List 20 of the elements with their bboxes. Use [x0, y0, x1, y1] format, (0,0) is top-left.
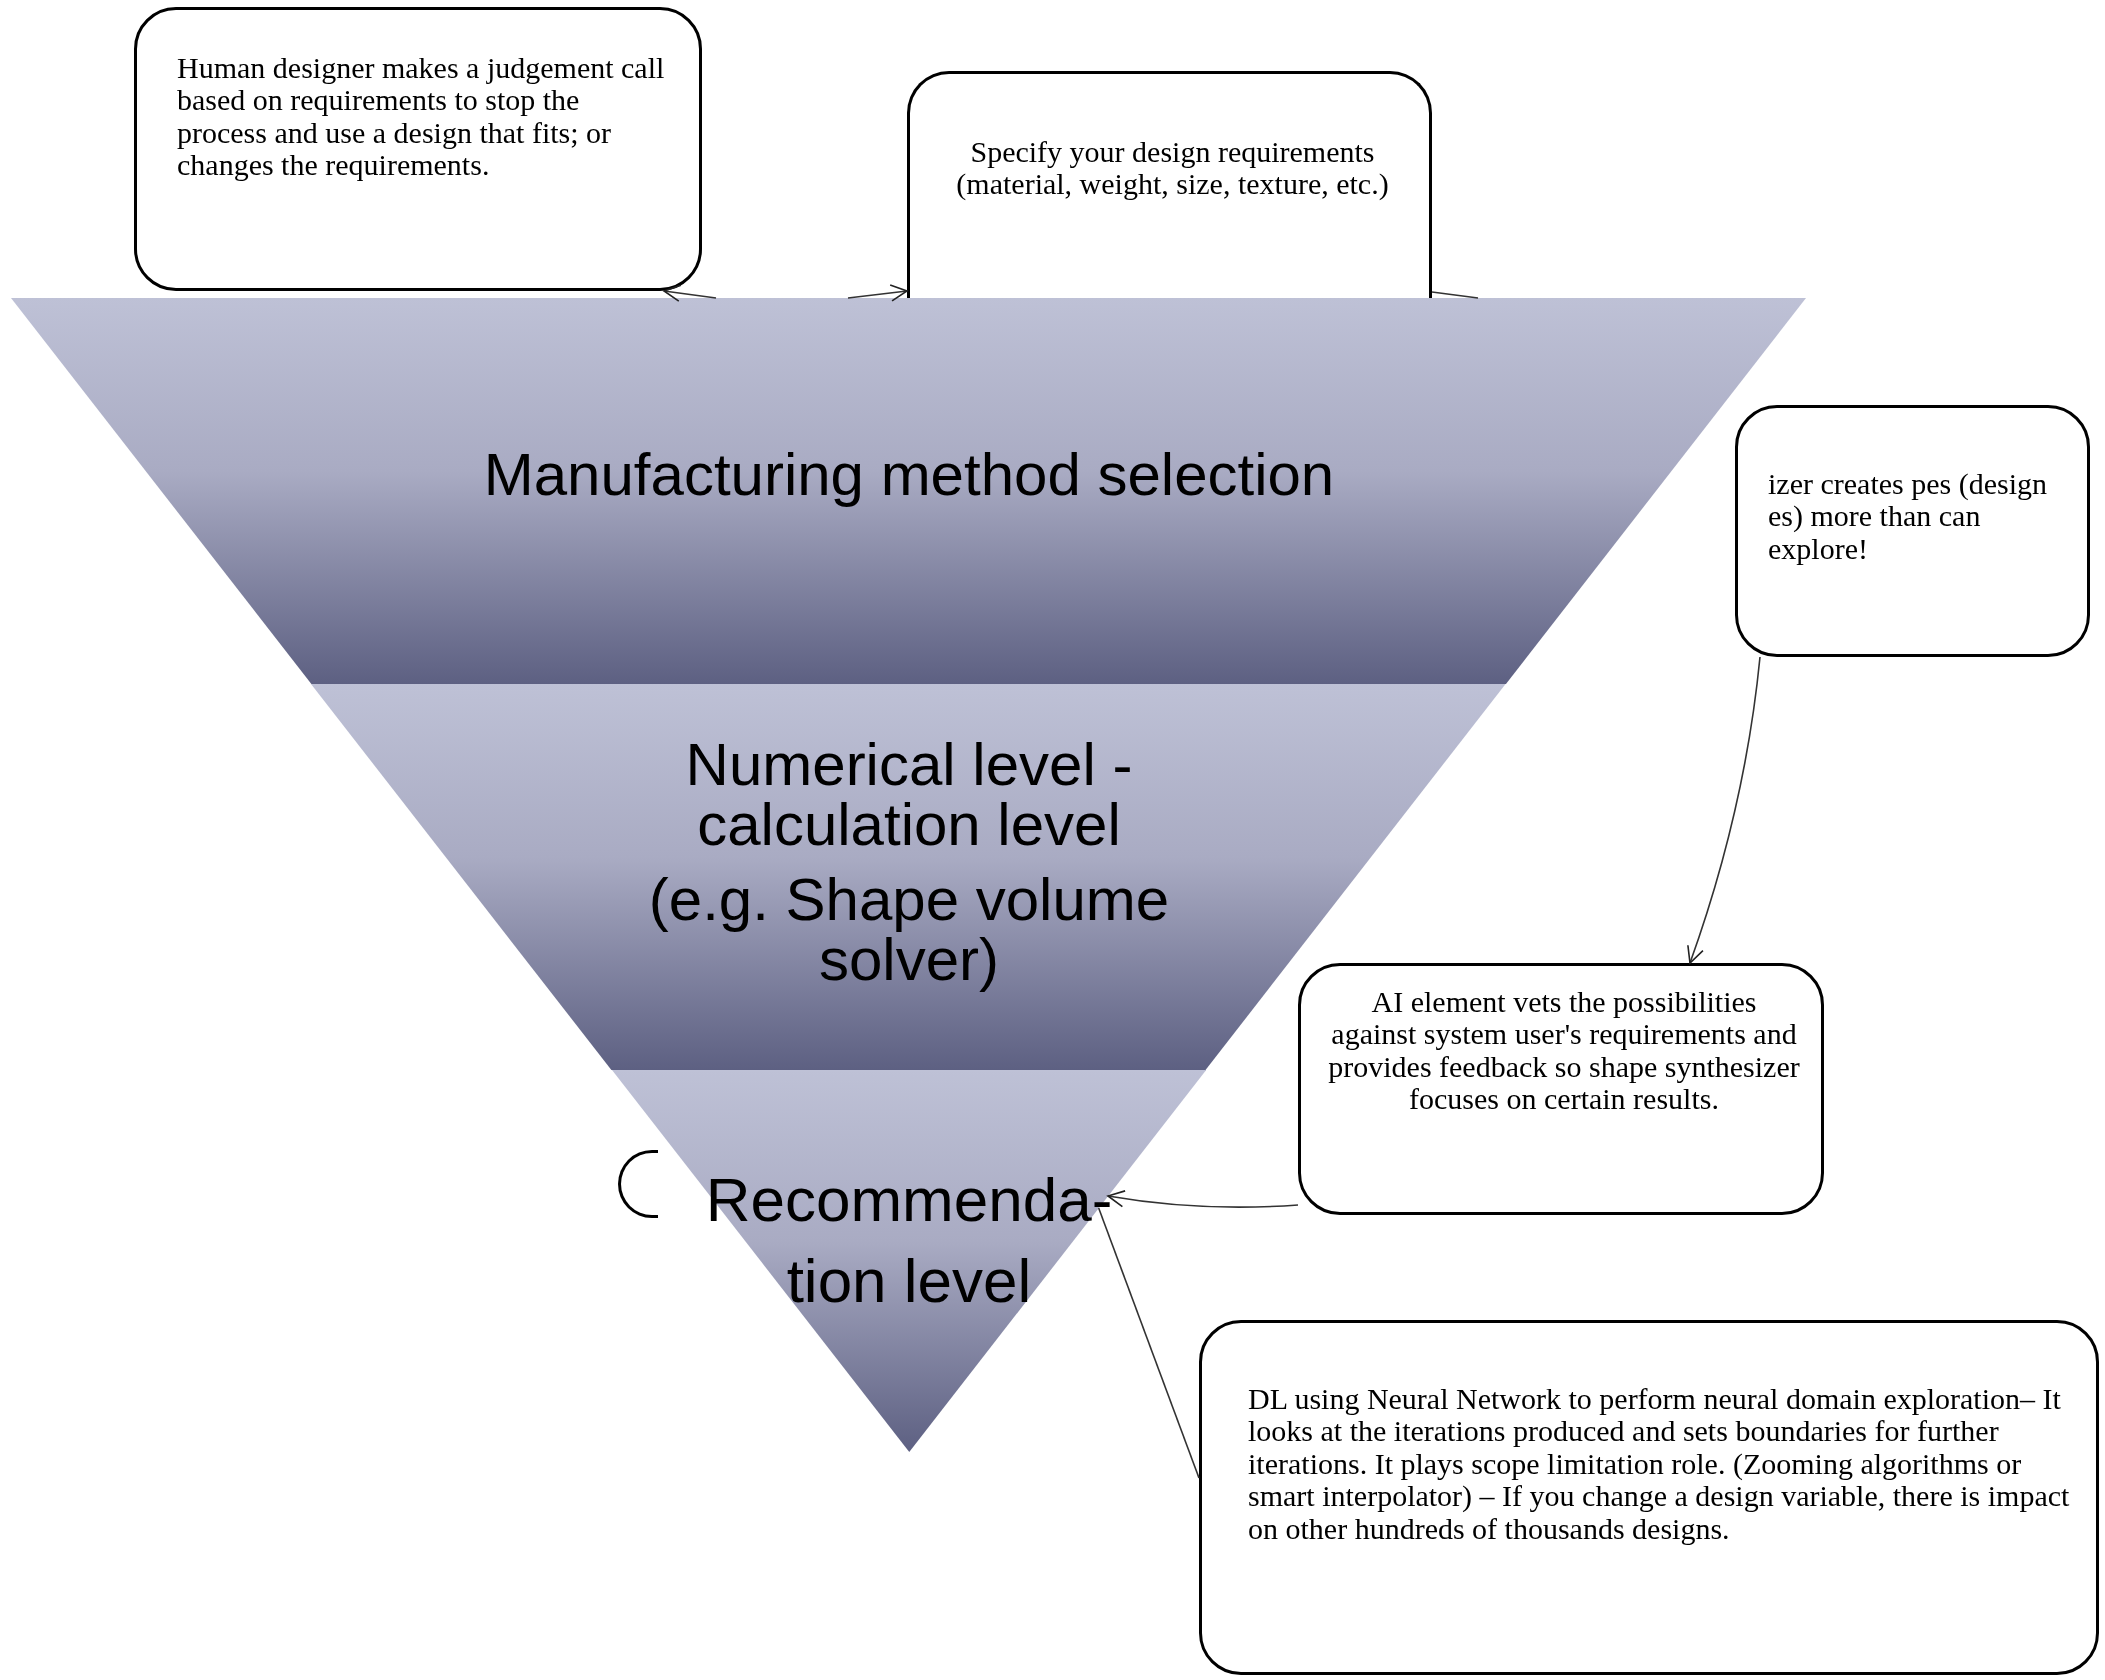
box-text: AI element vets the possibilities against system user's requirements and provides feedback so shape synthesizer focuses on certain results. [1327, 986, 1801, 1116]
band-label: (e.g. Shape volume solver) [647, 870, 1171, 990]
connector-line [1097, 1207, 1200, 1479]
band-label: Recommenda- tion level [704, 1164, 1114, 1317]
rounded-box [1298, 963, 1824, 1215]
box-text: Human designer makes a judgement call based on requirements to stop the process and use a design that fits; or changes the requirements. [177, 52, 666, 182]
rounded-box [1735, 405, 2090, 657]
band-label: Manufacturing method selection [482, 445, 1336, 505]
arrow [663, 284, 717, 302]
rounded-box [1199, 1320, 2099, 1675]
rounded-box [134, 7, 702, 291]
box-text: DL using Neural Network to perform neural domain exploration– It looks at the iterations produced and sets boundaries for further iterations. It plays scope limitation role. (Zooming algorithms or smart interpolator) – If you change a design variable, there is impact on other hundreds of thousands designs. [1248, 1383, 2071, 1545]
connector-line [1431, 291, 1479, 299]
arrow [1686, 656, 1761, 964]
band-label: Numerical level - calculation level [684, 735, 1134, 855]
rounded-box [907, 71, 1432, 298]
arrow [1107, 1189, 1299, 1208]
box-text: Specify your design requirements (material, weight, size, texture, etc.) [955, 136, 1390, 201]
box-text: izer creates pes (design es) more than can explore! [1768, 468, 2049, 566]
arrow [847, 284, 908, 302]
